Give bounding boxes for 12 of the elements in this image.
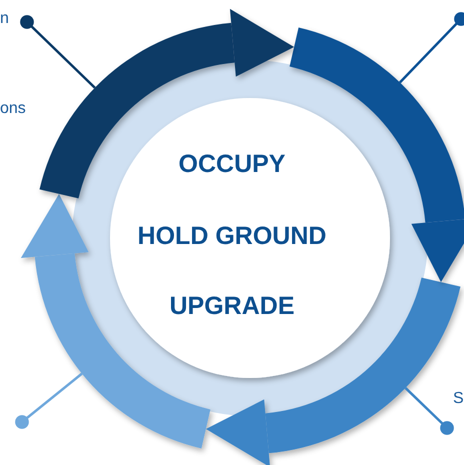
side-label: ons [0,100,26,118]
cycle-step-label: UPGRADE [168,292,296,321]
cycle-step-label: OCCUPY [178,150,286,179]
leader-line [404,387,454,435]
leader-line [15,372,83,429]
side-label: n [0,10,9,28]
center-circle [110,98,390,378]
side-label: S [453,390,464,408]
leader-line [398,12,464,84]
cycle-ring-segment [40,8,294,198]
cycle-step-label: HOLD GROUND [136,222,328,251]
leader-line [20,15,96,89]
